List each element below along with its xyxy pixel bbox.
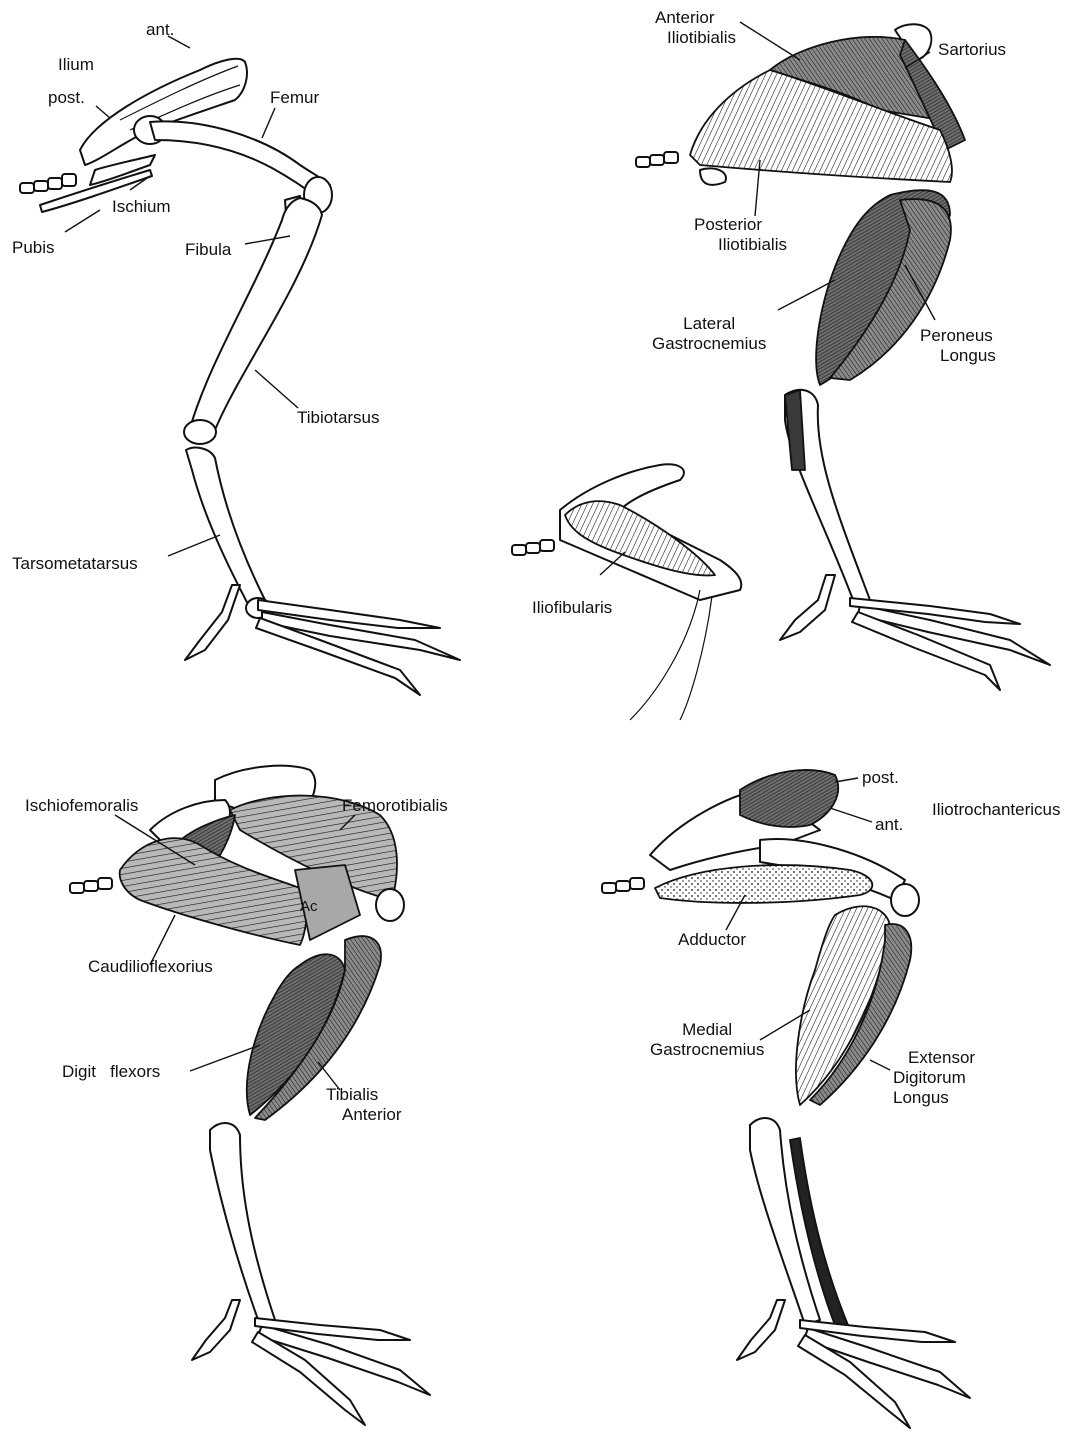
tibiotarsus-bone xyxy=(190,198,322,430)
tail-vertebrae xyxy=(20,174,76,193)
label-peroneus-longus: Peroneus Longus xyxy=(920,326,996,366)
label-adductor: Adductor xyxy=(678,930,746,950)
label-iliotrochantericus: Iliotrochantericus xyxy=(932,800,1061,820)
label-ant: ant. xyxy=(146,20,174,40)
label-tibialis-anterior: Tibialis Anterior xyxy=(326,1085,402,1125)
iliotrochantericus-muscle xyxy=(740,770,838,827)
label-sartorius: Sartorius xyxy=(938,40,1006,60)
femur-bone xyxy=(150,121,330,198)
adductor-muscle xyxy=(655,865,872,903)
label-femorotibialis: Femorotibialis xyxy=(342,796,448,816)
skeleton-panel xyxy=(20,36,460,695)
label-post-medial: post. xyxy=(862,768,899,788)
label-anterior-iliotibialis: Anterior Iliotibialis xyxy=(655,8,736,48)
label-digit-flexors: Digit flexors xyxy=(62,1062,160,1082)
label-fibula: Fibula xyxy=(185,240,231,260)
label-femur: Femur xyxy=(270,88,319,108)
label-extensor-digitorum-longus: Extensor Digitorum Longus xyxy=(893,1048,975,1108)
label-post: post. xyxy=(48,88,85,108)
tarsometatarsus-bone xyxy=(186,448,265,608)
label-pubis: Pubis xyxy=(12,238,55,258)
label-caudilioflexorius: Caudilioflexorius xyxy=(88,957,213,977)
label-ischium: Ischium xyxy=(112,197,171,217)
skeleton-toes xyxy=(185,585,460,695)
label-medial-gastrocnemius: Medial Gastrocnemius xyxy=(650,1020,764,1060)
label-ac: Ac xyxy=(300,897,318,917)
label-posterior-iliotibialis: Posterior Iliotibialis xyxy=(694,215,787,255)
iliofibularis-inset xyxy=(512,464,741,720)
label-ischiofemoralis: Ischiofemoralis xyxy=(25,796,138,816)
label-tibiotarsus: Tibiotarsus xyxy=(297,408,380,428)
caudilioflexorius-muscle xyxy=(120,838,307,945)
label-ilium: Ilium xyxy=(58,55,94,75)
label-tarsometatarsus: Tarsometatarsus xyxy=(12,554,138,574)
label-lateral-gastrocnemius: Lateral Gastrocnemius xyxy=(652,314,766,354)
label-iliofibularis: Iliofibularis xyxy=(532,598,612,618)
label-ant-medial: ant. xyxy=(875,815,903,835)
